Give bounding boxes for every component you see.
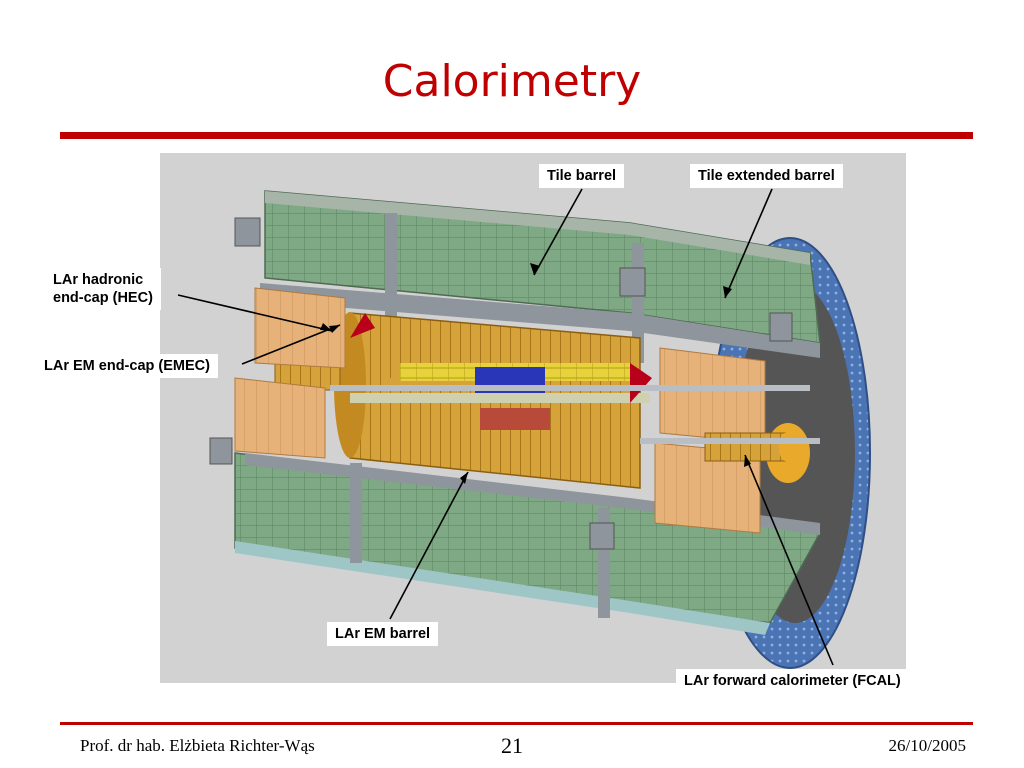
label-lar-em-barrel: LAr EM barrel	[327, 622, 439, 646]
label-tile-extended-barrel: Tile extended barrel	[690, 164, 843, 188]
calorimeter-illustration	[160, 153, 906, 683]
footer-date: 26/10/2005	[888, 736, 966, 755]
label-lar-hec-line2: end-cap (HEC)	[53, 290, 153, 306]
title-divider	[60, 132, 973, 139]
footer-author: Prof. dr hab. Elżbieta Richter-Wąs	[80, 736, 315, 755]
label-lar-fcal: LAr forward calorimeter (FCAL)	[676, 669, 909, 693]
label-lar-hec: LAr hadronic end-cap (HEC)	[45, 268, 161, 310]
footer-page-number: 21	[501, 733, 523, 758]
label-lar-emec: LAr EM end-cap (EMEC)	[36, 354, 218, 378]
slide-title: Calorimetry	[382, 56, 642, 107]
label-tile-barrel: Tile barrel	[539, 164, 625, 188]
footer-divider	[60, 722, 973, 725]
label-lar-hec-line1: LAr hadronic	[53, 272, 144, 288]
